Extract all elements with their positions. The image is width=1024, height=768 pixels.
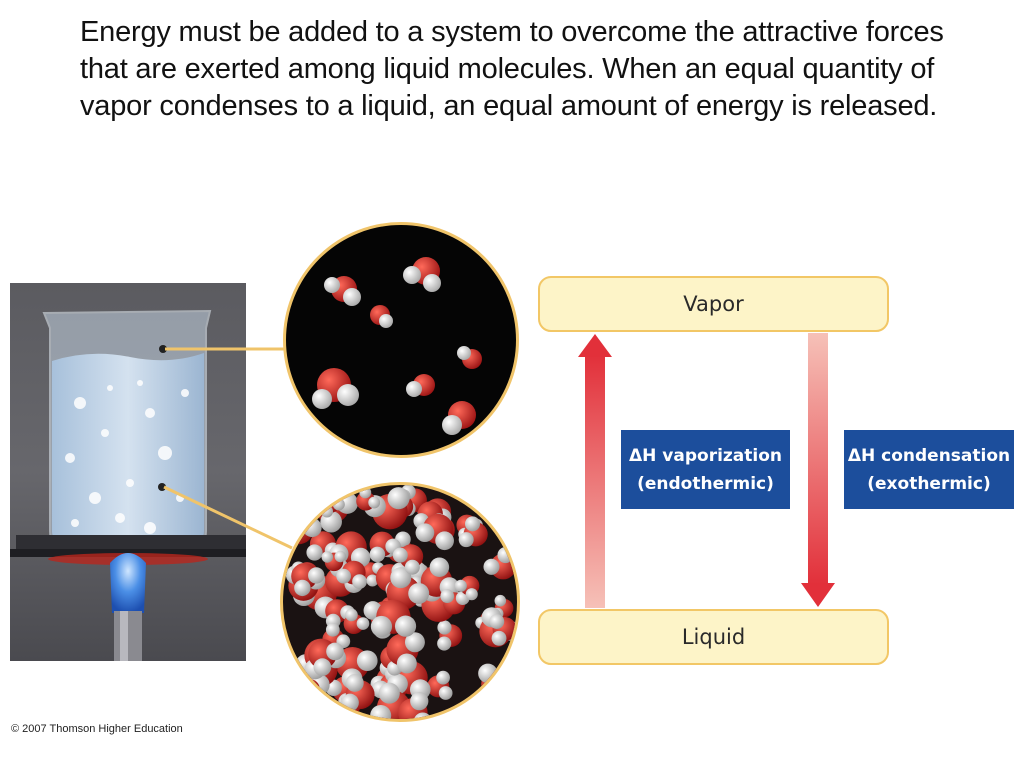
vaporization-label: ΔH vaporization (endothermic) [621, 430, 790, 509]
condensation-title: ΔH condensation [847, 445, 1011, 466]
copyright-credit: © 2007 Thomson Higher Education [11, 723, 183, 735]
condensation-type: (exothermic) [867, 473, 991, 494]
vapor-molecules-view [283, 222, 519, 458]
intro-paragraph: Energy must be added to a system to over… [80, 16, 944, 122]
down-arrow [801, 333, 835, 607]
liquid-molecules-view [280, 482, 520, 722]
vapor-state-box: Vapor [538, 276, 889, 332]
condensation-label: ΔH condensation (exothermic) [844, 430, 1014, 509]
up-arrow [578, 334, 612, 608]
vaporization-title: ΔH vaporization [628, 445, 783, 466]
vaporization-type: (endothermic) [637, 473, 774, 494]
liquid-state-box: Liquid [538, 609, 889, 665]
